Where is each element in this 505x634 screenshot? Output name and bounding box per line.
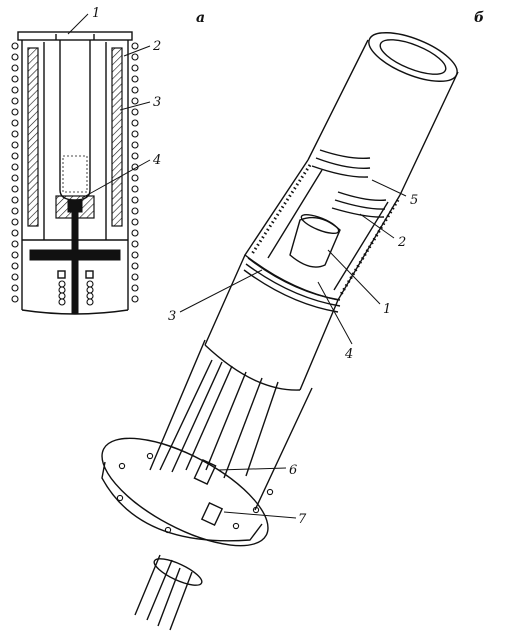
panel-b-cutaway: 5 2 1 3 4 6 7 б [101,10,484,631]
heater-spiral [311,149,387,218]
middle-cylinder-sides [204,254,339,391]
callout-a-1: 1 [92,6,100,21]
leader-b-2 [359,213,395,239]
spring-right [86,280,94,306]
flange-rim [101,461,263,542]
callout-a-2: 2 [152,39,161,54]
crucible-core [67,199,83,213]
bottom-pins [134,554,193,631]
callout-b-7: 7 [298,512,307,527]
callout-b-6: 6 [289,463,297,478]
top-cap [17,31,133,41]
leader-a-4 [81,159,151,199]
panel-label-b: б [474,10,484,26]
leader-b-1 [327,249,381,305]
heater-coil-right [131,42,139,303]
small-block-left [57,270,66,279]
bottom-stem-collar [153,558,203,586]
feedthrough-rods [159,359,279,479]
lower-tube-outline [149,339,313,511]
connector-7 [200,501,224,527]
hatched-sleeve [267,169,389,291]
crucible [289,216,341,268]
flange-top [101,437,269,547]
ampoule-rim [55,34,95,40]
callout-b-4: 4 [344,347,353,362]
heater-block-right [111,47,123,227]
callout-a-4: 4 [152,153,161,168]
connector-6 [193,459,217,485]
leader-a-3 [119,101,151,111]
coil-outer-dots-right [338,199,400,297]
flange-bolt-holes [116,452,274,534]
heater-block-left [27,47,39,227]
crucible-rim [300,213,340,235]
leader-b-3 [179,269,263,313]
leader-a-1 [67,13,89,35]
callout-b-5: 5 [410,193,418,208]
leader-b-6 [217,467,287,471]
bottom-curve [21,309,129,315]
bottom-plate [29,249,121,261]
small-block-right [85,270,94,279]
ampoule [59,40,91,201]
upper-cylinder-rim-inner [379,39,447,75]
spring-left [58,280,66,306]
base-ring-3 [243,269,339,313]
callout-b-2: 2 [397,235,406,250]
upper-cylinder-rim-outer [368,32,458,82]
leader-b-4 [317,281,353,345]
panel-label-a: а [196,10,205,26]
middle-cylinder-bottom [204,344,301,391]
upper-cylinder-sides [307,39,459,196]
support-rod [71,211,79,315]
leader-a-2 [123,45,151,57]
base-ring-1 [247,257,341,301]
callout-b-3: 3 [168,309,176,324]
callout-a-3: 3 [153,95,161,110]
leader-b-7 [223,511,297,519]
coil-outer-dots [250,164,312,255]
melt [62,155,88,193]
heater-coil-left [11,42,19,303]
leader-b-5 [371,179,407,197]
panel-a-cross-section: 1 2 3 4 а [11,6,205,315]
callout-b-1: 1 [383,302,391,317]
